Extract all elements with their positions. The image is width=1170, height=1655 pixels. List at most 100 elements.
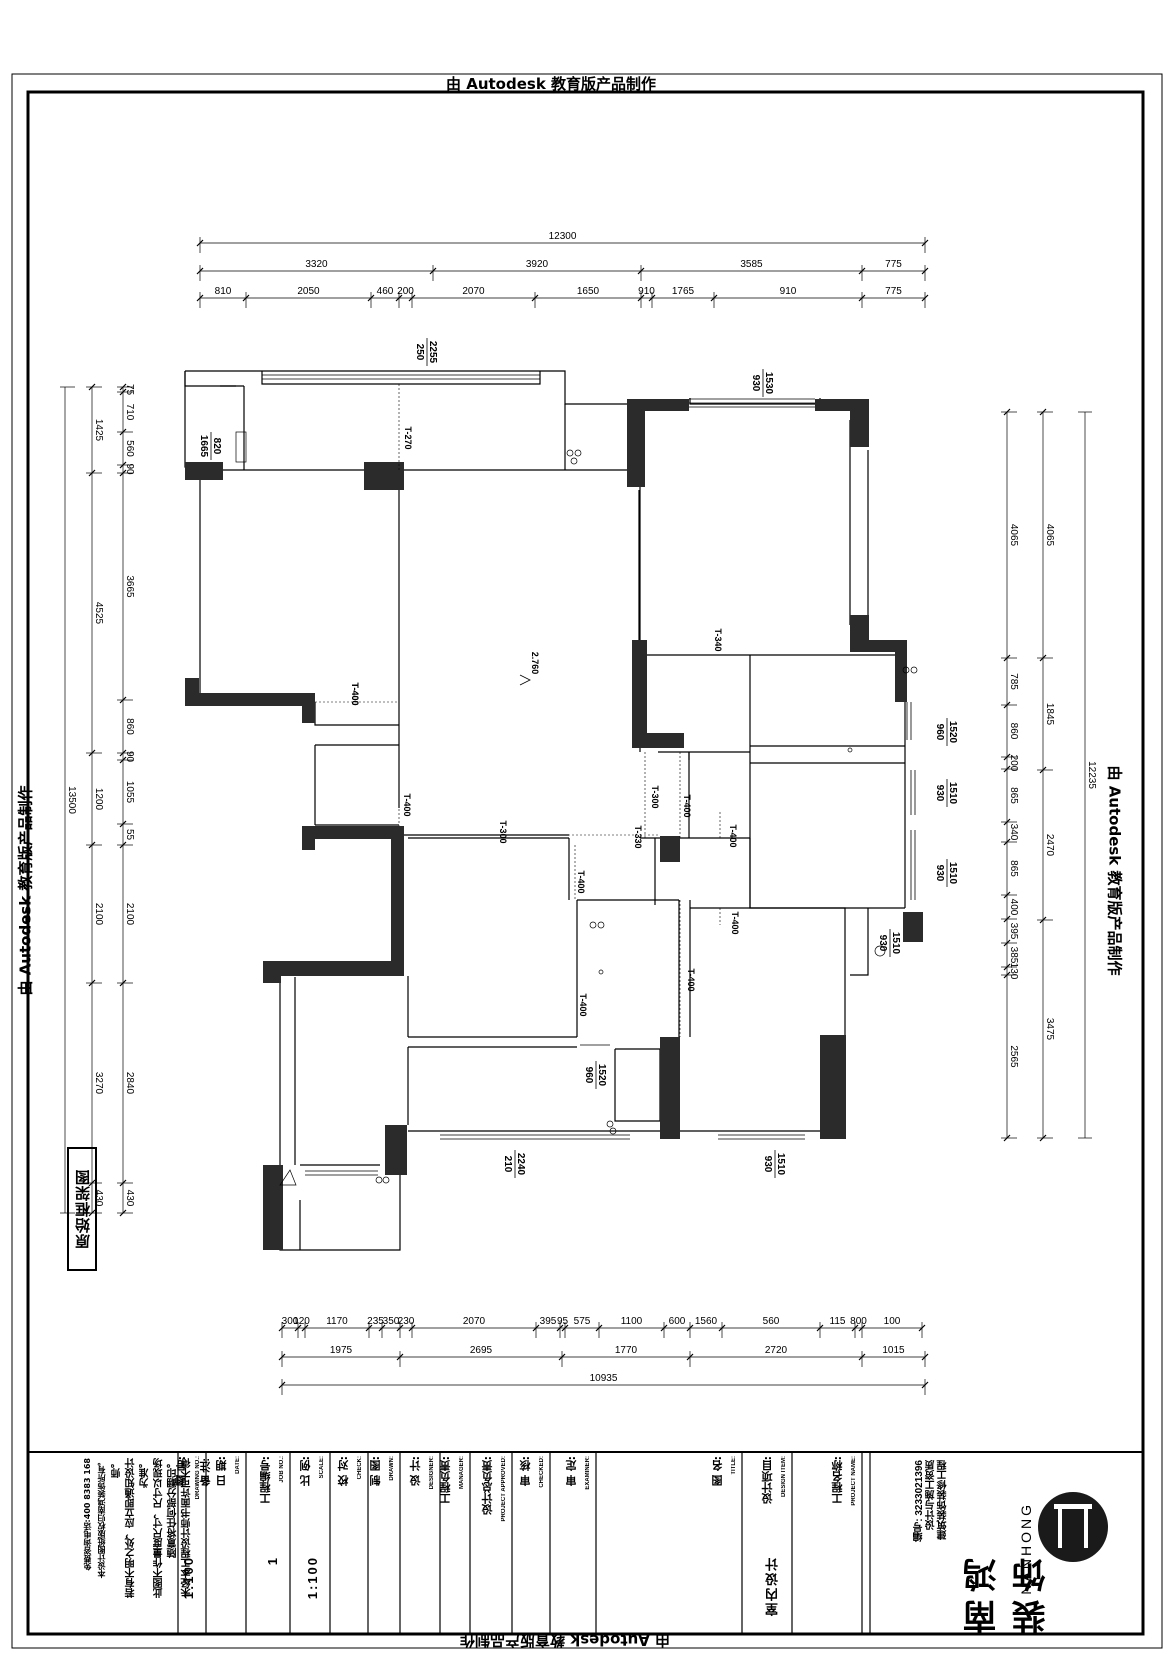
tb-field-7: 设 计:DESIGNER: <box>404 1456 440 1630</box>
tb-field-label: 审 核: <box>519 1456 532 1487</box>
window-label-right-4-bottom: 930 <box>877 935 888 952</box>
dim-right-inner-1: 785 <box>1008 673 1019 690</box>
window-label-bottom-top: 2240 <box>515 1153 526 1176</box>
dim-bottom-sub-13: 560 <box>763 1316 780 1327</box>
window-label-right-1-top: 1520 <box>947 721 958 744</box>
window-label-right-3-top: 1510 <box>947 862 958 885</box>
tb-field-label-en: DATE: <box>235 1456 241 1474</box>
dim-bottom-sub-3: 235 <box>367 1316 384 1327</box>
dim-left-inner-7: 1055 <box>124 781 135 804</box>
tb-field-value: 室内设计 <box>765 1556 780 1616</box>
tb-field-label-en: PROJECT NAME: <box>851 1456 857 1506</box>
dim-right-inner-10: 130 <box>1008 963 1019 980</box>
company-name: 南鸿装饰 <box>963 1550 1052 1634</box>
note-line-5: 师。 <box>112 1458 123 1478</box>
dim-left-outer-1: 4525 <box>93 602 104 625</box>
dim-right-outer-0: 4065 <box>1044 524 1055 547</box>
inner-frame <box>26 90 1145 1636</box>
tb-field-12: 日 期:DATE: <box>210 1456 246 1630</box>
tb-field-label-en: PROJECT APPROVED: <box>501 1456 507 1522</box>
dim-top-sub-1: 2050 <box>297 286 320 297</box>
plan-labels: 2255250153093082016651520960151093015109… <box>198 338 958 1178</box>
dim-bottom-sub-8: 95 <box>557 1316 569 1327</box>
tb-field-4: 审 核: CHECKED: <box>514 1456 550 1630</box>
opening-label-small-left-top: 820 <box>211 438 222 455</box>
tb-field-label-en: DRAWN: <box>389 1456 395 1481</box>
dim-left-inner-1: 710 <box>124 404 135 421</box>
tb-field-label: 制 图: <box>369 1456 382 1487</box>
dim-left-inner-4: 3665 <box>124 575 135 598</box>
dim-bottom-seg-2: 1770 <box>615 1345 638 1356</box>
drawing-title: 原始框架图 <box>67 1147 97 1271</box>
dim-bottom-sub-0: 300 <box>282 1316 299 1327</box>
dim-top-sub-9: 775 <box>885 286 902 297</box>
dim-left-outer-5: 430 <box>93 1190 104 1207</box>
dim-top-sub-0: 810 <box>215 286 232 297</box>
dim-left-outer-4: 3270 <box>93 1072 104 1095</box>
dim-left-inner-0: 75 <box>124 384 135 396</box>
title-block <box>28 1451 1143 1634</box>
dim-bottom-total-0: 10935 <box>590 1373 618 1384</box>
dim-left-inner-6: 90 <box>124 751 135 763</box>
window-label-top-right-top: 1530 <box>763 372 774 395</box>
elevation-marker <box>519 674 531 686</box>
dim-top-total-0: 12300 <box>549 231 577 242</box>
tb-field-label-en: DESIGN ITEM: <box>781 1456 787 1498</box>
dim-right-inner-4: 865 <box>1008 787 1019 804</box>
dim-bottom-sub-9: 575 <box>574 1316 591 1327</box>
window-label-top-left-top: 2255 <box>427 341 438 364</box>
tb-field-label-en: DESIGNER: <box>429 1456 435 1490</box>
tb-field-2: 图 名:TITLE: <box>706 1456 742 1630</box>
dim-right-inner-8: 395 <box>1008 923 1019 940</box>
beam-label-5: T-300 <box>650 785 660 808</box>
beam-label-4: T-300 <box>498 820 508 843</box>
dim-left-outer-2: 1200 <box>93 788 104 811</box>
walls <box>184 370 923 1251</box>
beam-label-7: T-400 <box>682 794 692 817</box>
beam-label-13: T-400 <box>350 682 360 705</box>
dim-right-total: 12235 <box>1086 761 1097 789</box>
beam-label-8: T-400 <box>728 824 738 847</box>
tb-field-label: 工程负责: <box>439 1456 452 1505</box>
tb-field-5: 设计总负责:PROJECT APPROVED: <box>476 1456 512 1630</box>
window-label-right-2-bottom: 930 <box>934 785 945 802</box>
tb-field-label-en: CHECKED: <box>539 1456 545 1488</box>
window-label-bottom-bottom: 210 <box>502 1156 513 1173</box>
dim-bottom-sub-14: 115 <box>830 1316 846 1327</box>
dim-bottom-sub-10: 1100 <box>621 1316 643 1327</box>
note-line-2: 此图不作量度尺寸，尺寸以现场 <box>154 1458 165 1598</box>
dim-left-inner-8: 55 <box>124 829 135 841</box>
dim-bottom-seg-1: 2695 <box>470 1345 493 1356</box>
dim-bottom-sub-11: 600 <box>669 1316 686 1327</box>
dim-right-inner-11: 2565 <box>1008 1045 1019 1068</box>
dim-bottom-sub-15: 800 <box>850 1316 867 1327</box>
tb-field-3: 审 定:EXAMINER: <box>560 1456 596 1630</box>
tb-field-label: 校 对: <box>337 1456 350 1487</box>
tb-field-11: 工程编号:JOB NO.:1 <box>254 1456 290 1630</box>
dim-left-inner-11: 430 <box>124 1190 135 1207</box>
outer-frame <box>11 73 1163 1649</box>
window-label-bottom-right-bottom: 930 <box>762 1156 773 1173</box>
tb-field-value: 1:100 <box>305 1556 320 1600</box>
dim-left-inner-2: 560 <box>124 440 135 457</box>
beam-label-10: T-400 <box>730 911 740 934</box>
window-label-bath-top: 1520 <box>596 1064 607 1087</box>
note-line-0: 未经本工程设计师书面许可不得 <box>182 1458 193 1598</box>
dim-left-inner-9: 2100 <box>124 903 135 926</box>
tb-field-label: 工程编号: <box>259 1456 272 1505</box>
tb-field-label: 设计项目: <box>761 1456 774 1505</box>
tb-field-label: 图 名: <box>711 1456 724 1487</box>
window-label-bath-bottom: 960 <box>583 1067 594 1084</box>
window-label-right-4-top: 1510 <box>890 932 901 955</box>
tb-field-label-en: CHECK: <box>357 1456 363 1480</box>
window-label-right-2-top: 1510 <box>947 782 958 805</box>
beam-label-0: T-270 <box>403 426 413 449</box>
